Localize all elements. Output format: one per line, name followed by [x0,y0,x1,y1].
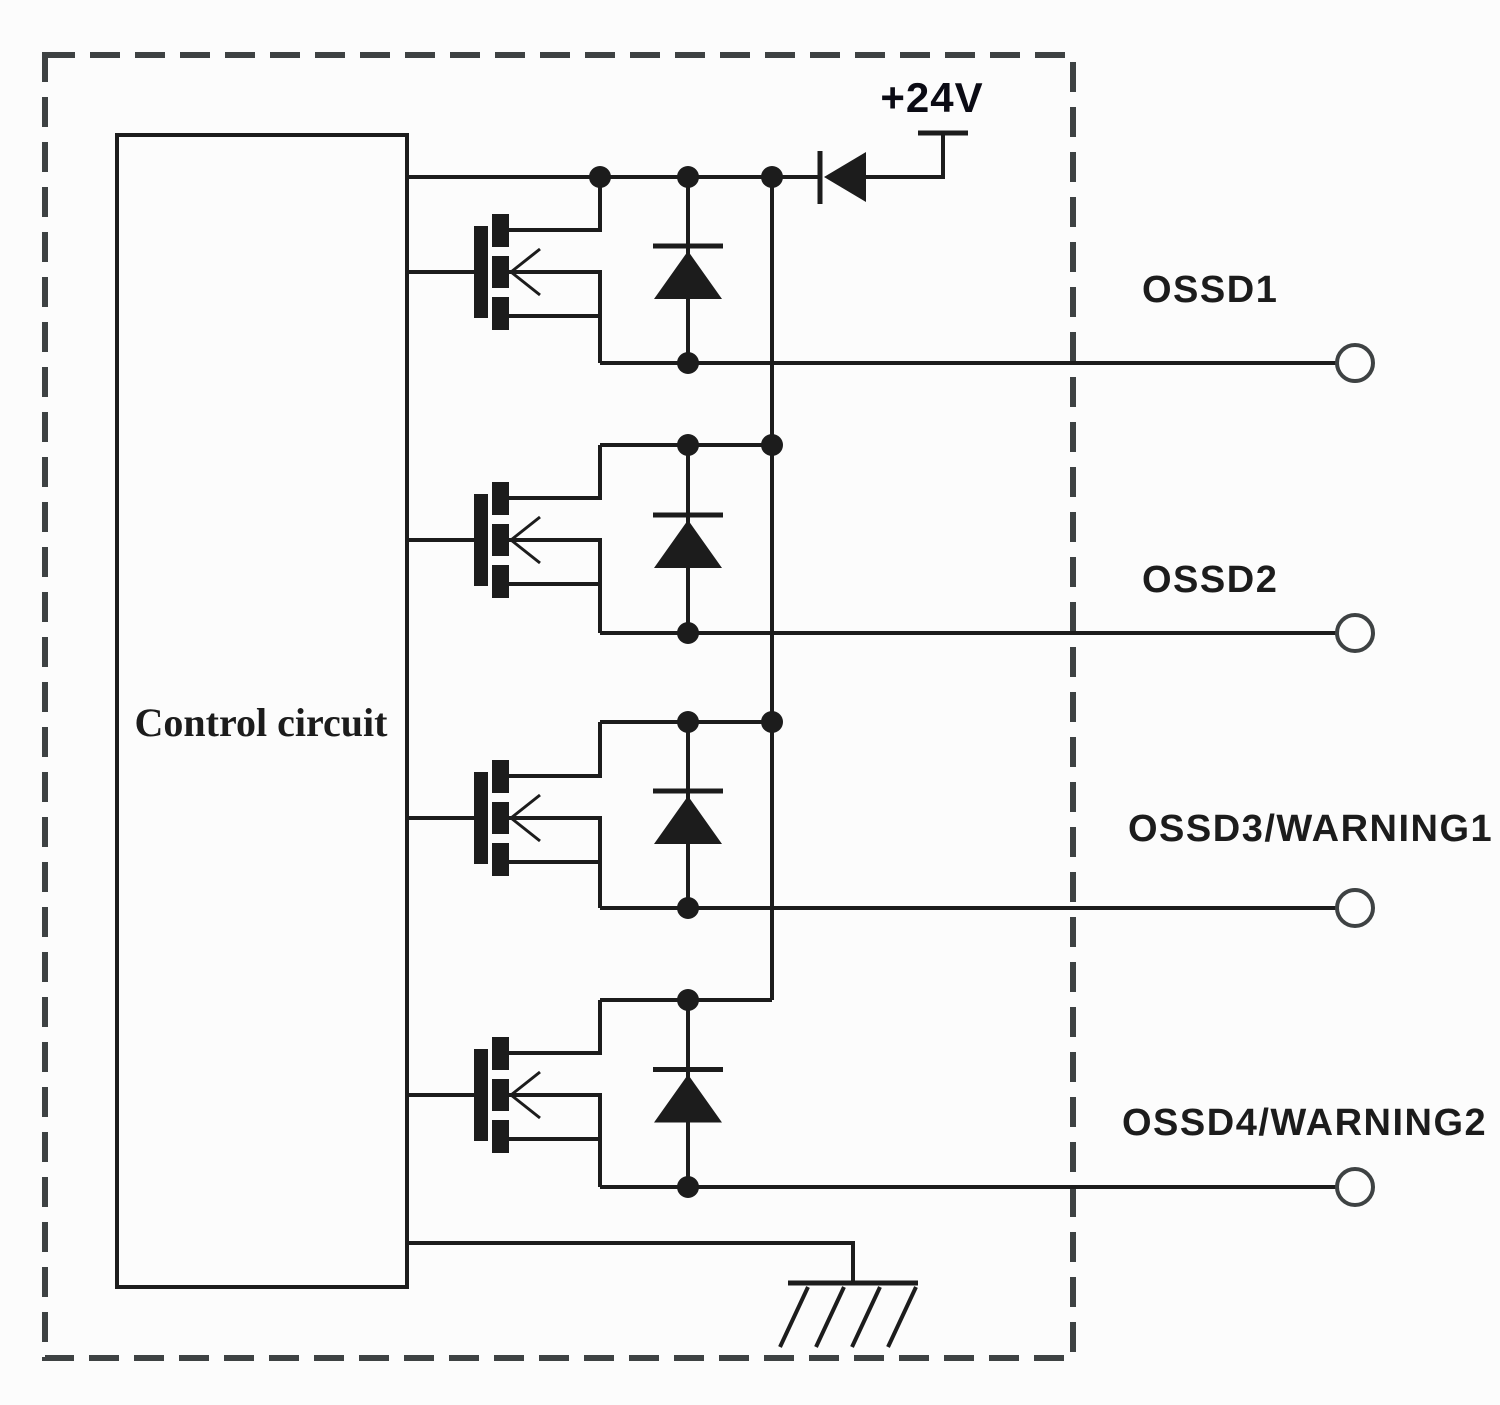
mosfet-gate-bar [474,494,488,586]
mosfet-gate-bar [474,1049,488,1141]
junction-dot [677,897,699,919]
mosfet-drain-segment [492,214,509,247]
mosfet-drain-segment [492,482,509,515]
control-circuit-block: Control circuit [115,133,409,1289]
channel-label-4: OSSD4/WARNING2 [1122,1102,1487,1144]
mosfet-gate-bar [474,226,488,318]
junction-dot [677,711,699,733]
flyback-diode-icon [653,177,723,363]
body-wire [509,1093,602,1187]
junction-dot [677,434,699,456]
ground-hatch [778,1286,810,1348]
mosfet-source-segment [492,1120,509,1153]
ground-hatch [886,1286,918,1348]
flyback-diode-icon [653,1000,723,1187]
reverse-protection-diode-icon [817,151,866,204]
drain-wire [509,445,602,500]
output-channel-1: OSSD1 [407,166,1375,383]
junction-dot [677,166,699,188]
mosfet-icon [407,214,541,330]
mosfet-icon [407,482,541,598]
mosfet-body-segment [492,256,509,288]
mosfet-body-arrow [510,270,541,297]
junction-dot [677,622,699,644]
mosfet-icon [407,760,541,876]
mosfet-source-segment [492,565,509,598]
mosfet-body-arrow [510,538,541,565]
channel-label-3: OSSD3/WARNING1 [1128,808,1493,850]
diode-triangle [654,796,722,844]
drain-wire [509,1000,602,1055]
junction-dot [761,434,783,456]
output-terminal-circle [1335,343,1375,383]
ground-wire [407,1241,855,1283]
mosfet-body-segment [492,1079,509,1111]
diode-triangle [654,520,722,568]
diode-triangle [654,1074,722,1123]
junction-dot [761,711,783,733]
ground-section [407,1241,918,1348]
mosfet-body-arrow [510,1093,541,1120]
supply-feed-wire [866,133,945,179]
mosfet-body-segment [492,524,509,556]
ground-hatch [850,1286,882,1348]
mosfet-source-segment [492,843,509,876]
output-channel-2: OSSD2 [407,434,1375,653]
output-terminal-circle [1335,1167,1375,1207]
flyback-diode-icon [653,445,723,633]
diode-triangle [654,251,722,299]
supply-section: +24V [407,74,983,1000]
mosfet-gate-bar [474,772,488,864]
ground-hatch [814,1286,846,1348]
junction-dot [589,166,611,188]
mosfet-drain-segment [492,760,509,793]
junction-dot [677,989,699,1011]
channel-label-1: OSSD1 [1142,269,1278,311]
flyback-diode-icon [653,722,723,908]
junction-dot [677,352,699,374]
drain-wire [509,722,602,778]
channel-label-2: OSSD2 [1142,559,1278,601]
output-terminal-circle [1335,613,1375,653]
junction-dot [761,166,783,188]
mosfet-body-arrow [510,793,541,820]
mosfet-body-arrow [510,515,541,542]
device-dashed-enclosure [42,52,1076,1361]
mosfet-body-arrow [510,816,541,843]
mosfet-drain-segment [492,1037,509,1070]
body-wire [509,816,602,908]
mosfet-body-arrow [510,247,541,274]
mosfet-body-segment [492,802,509,834]
diode-triangle [824,152,866,202]
mosfet-source-segment [492,297,509,330]
junction-dot [677,1176,699,1198]
mosfet-body-arrow [510,1070,541,1097]
body-wire [509,270,602,363]
control-circuit-box [115,133,409,1289]
output-terminal-circle [1335,888,1375,928]
output-channel-4: OSSD4/WARNING2 [407,989,1487,1207]
body-wire [509,538,602,633]
output-channel-3: OSSD3/WARNING1 [407,711,1493,928]
drain-wire [509,177,602,232]
mosfet-icon [407,1037,541,1153]
ground-icon [778,1280,918,1348]
control-circuit-label: Control circuit [135,700,389,745]
supply-voltage-label: +24V [880,74,983,121]
